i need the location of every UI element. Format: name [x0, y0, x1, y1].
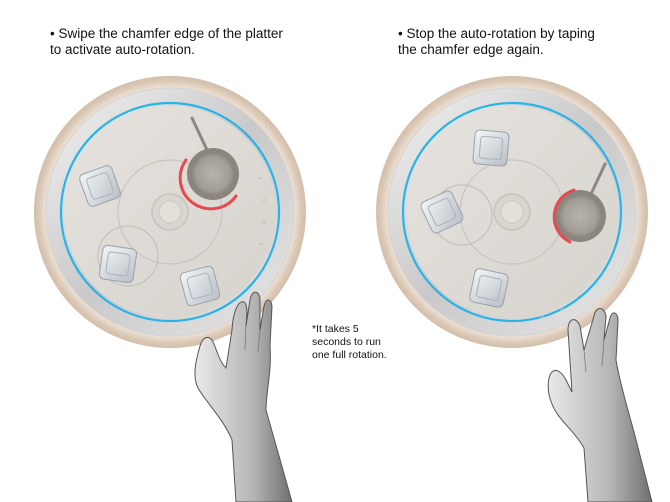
platter-right — [376, 76, 648, 348]
hand-icon — [547, 308, 653, 502]
note-line-3: one full rotation. — [312, 349, 387, 361]
glass-icon — [420, 190, 464, 234]
note-line-1: *It takes 5 — [312, 323, 359, 335]
cup-icon — [178, 148, 239, 211]
glass-icon — [179, 265, 221, 307]
step-2-line-1: • Stop the auto-rotation by taping — [398, 26, 595, 41]
glass-icon — [469, 268, 509, 308]
cup-icon — [552, 188, 606, 244]
active-cup-ring-left — [178, 158, 238, 211]
step-1-line-2: to activate auto-rotation. — [50, 42, 195, 57]
step-1-line-1: • Swipe the chamfer edge of the platter — [50, 26, 283, 41]
glass-icon — [79, 165, 121, 207]
rotation-time-note: *It takes 5 seconds to run one full rota… — [312, 323, 387, 362]
rotation-ring-right — [401, 101, 623, 323]
rotation-ring-left — [59, 101, 281, 323]
step-1-caption: • Swipe the chamfer edge of the platter … — [50, 26, 283, 58]
step-2-line-2: the chamfer edge again. — [398, 42, 544, 57]
glass-icon — [472, 129, 510, 167]
glass-icon — [98, 244, 138, 284]
platter-left — [34, 76, 306, 348]
active-cup-ring-right — [552, 188, 576, 244]
note-line-2: seconds to run — [312, 336, 381, 348]
hand-icon — [194, 291, 293, 502]
step-2-caption: • Stop the auto-rotation by taping the c… — [398, 26, 595, 58]
